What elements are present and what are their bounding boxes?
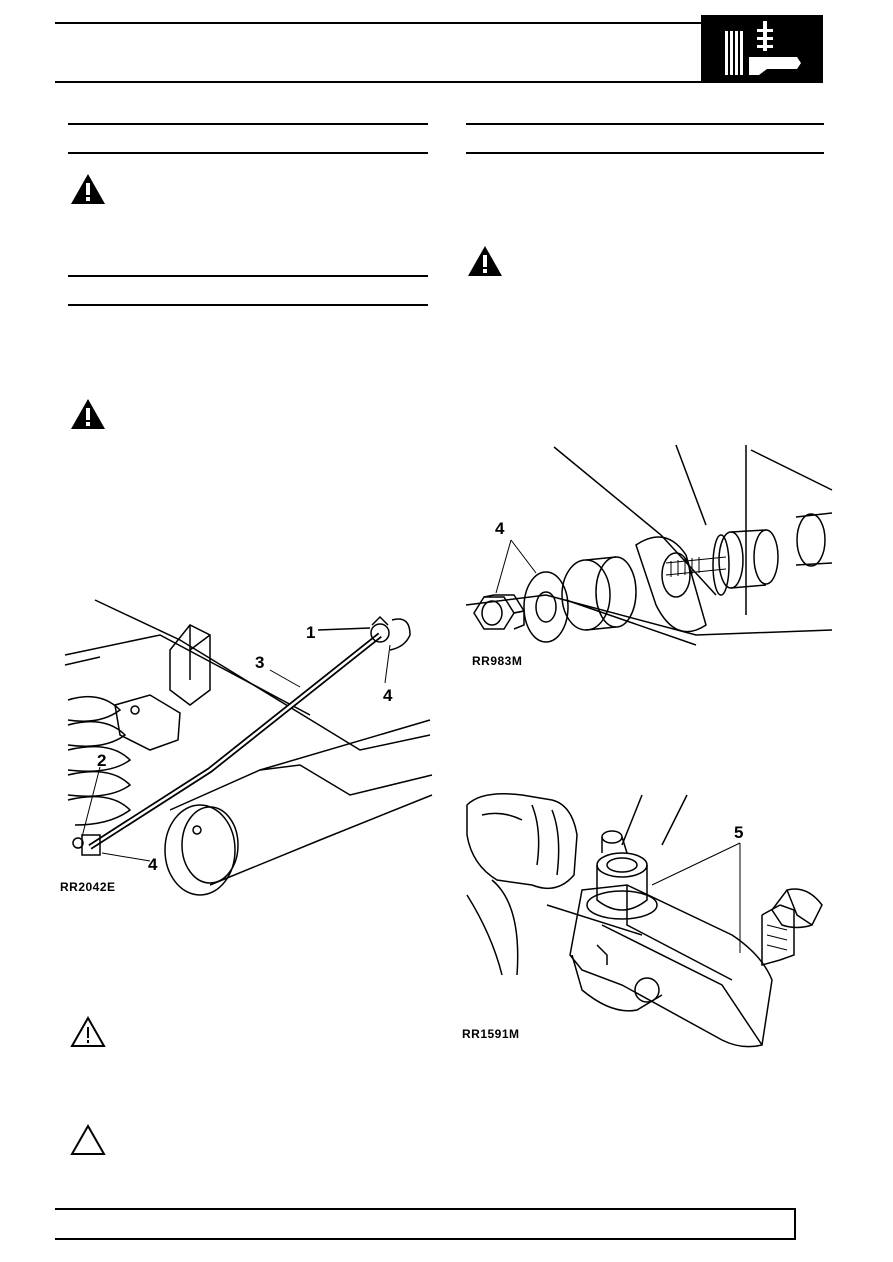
left-section-rule-4 [68,304,428,306]
warning-triangle-filled-icon [70,398,106,430]
callout-4: 4 [148,855,158,874]
footer-top-rule [55,1208,796,1210]
left-section-rule-3 [68,275,428,277]
footer-right-rule [794,1208,796,1240]
figure-ball-joint-tool: 5 RR1591M [462,785,834,1053]
header-bottom-rule [55,81,823,83]
figure-panhard-rod: 1 3 4 2 4 RR2042E [60,595,433,896]
callout-3: 3 [255,653,265,672]
figure-caption: RR1591M [462,1027,520,1041]
figure-fixing-assembly: 4 RR983M [465,444,833,675]
warning-triangle-filled-icon [467,245,503,277]
footer-bottom-rule [55,1238,796,1240]
figure-caption: RR2042E [60,880,116,894]
callout-4: 4 [495,519,505,538]
warning-triangle-filled-icon [70,173,106,205]
callout-1: 1 [306,623,316,642]
right-section-rule-2 [466,152,824,154]
caution-triangle-outline-icon [70,1015,106,1048]
header-top-rule [55,22,823,24]
callout-2: 2 [97,751,107,770]
right-section-rule-1 [466,123,824,125]
suspension-section-icon [701,15,823,83]
callout-4: 4 [383,686,393,705]
note-triangle-outline-icon [70,1123,106,1156]
callout-5: 5 [734,823,744,842]
left-section-rule-2 [68,152,428,154]
left-section-rule-1 [68,123,428,125]
figure-caption: RR983M [472,654,523,668]
